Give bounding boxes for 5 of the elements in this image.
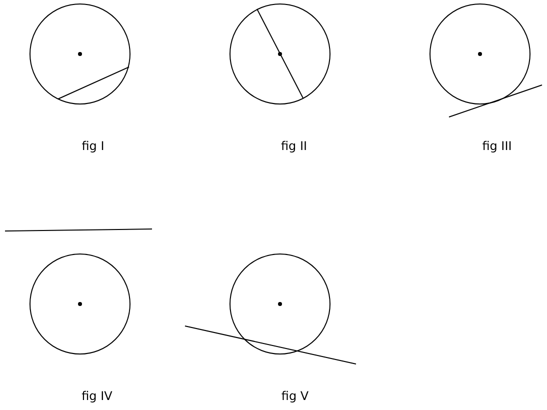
figure-caption: fig V (281, 389, 309, 403)
figure-caption: fig III (482, 139, 512, 153)
figure-caption: fig I (82, 139, 104, 153)
figure-caption: fig IV (82, 389, 112, 403)
figure-caption: fig II (280, 139, 308, 153)
